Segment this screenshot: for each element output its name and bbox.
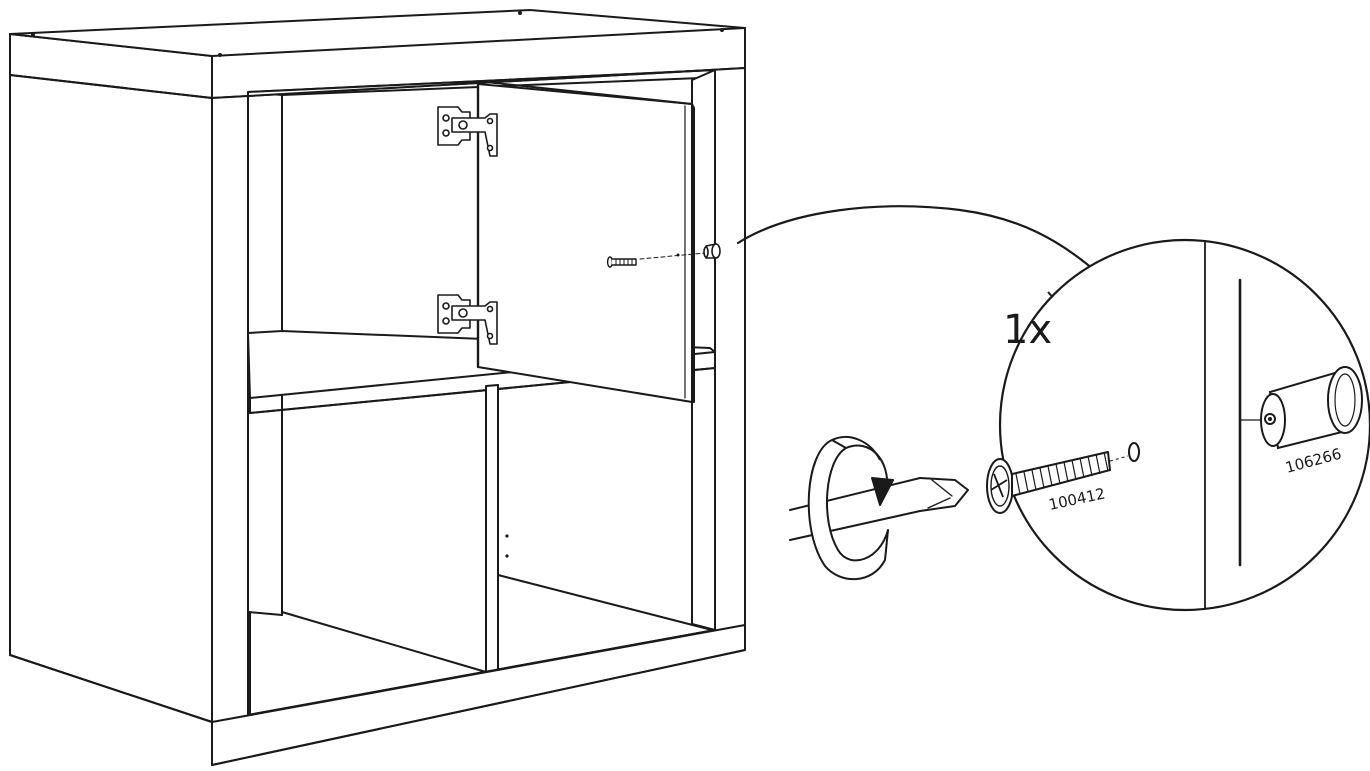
cabinet-left-side (9, 33, 213, 723)
bottom-hinge (437, 294, 498, 345)
detail-callout (998, 238, 1370, 612)
cabinet-door (476, 81, 695, 403)
rotation-arrow-icon (807, 435, 894, 581)
door-screw-small (606, 256, 637, 268)
cabinet (9, 9, 746, 766)
quantity-label: 1x (1003, 307, 1052, 353)
callout-leader (736, 205, 1102, 277)
machine-screw (986, 442, 1140, 514)
assembly-guide-line (639, 252, 706, 260)
detail-circle (998, 238, 1370, 612)
lower-divider (485, 384, 499, 673)
top-hinge (437, 106, 498, 157)
door-knob-small (703, 243, 721, 259)
knob-detail (1260, 366, 1363, 450)
